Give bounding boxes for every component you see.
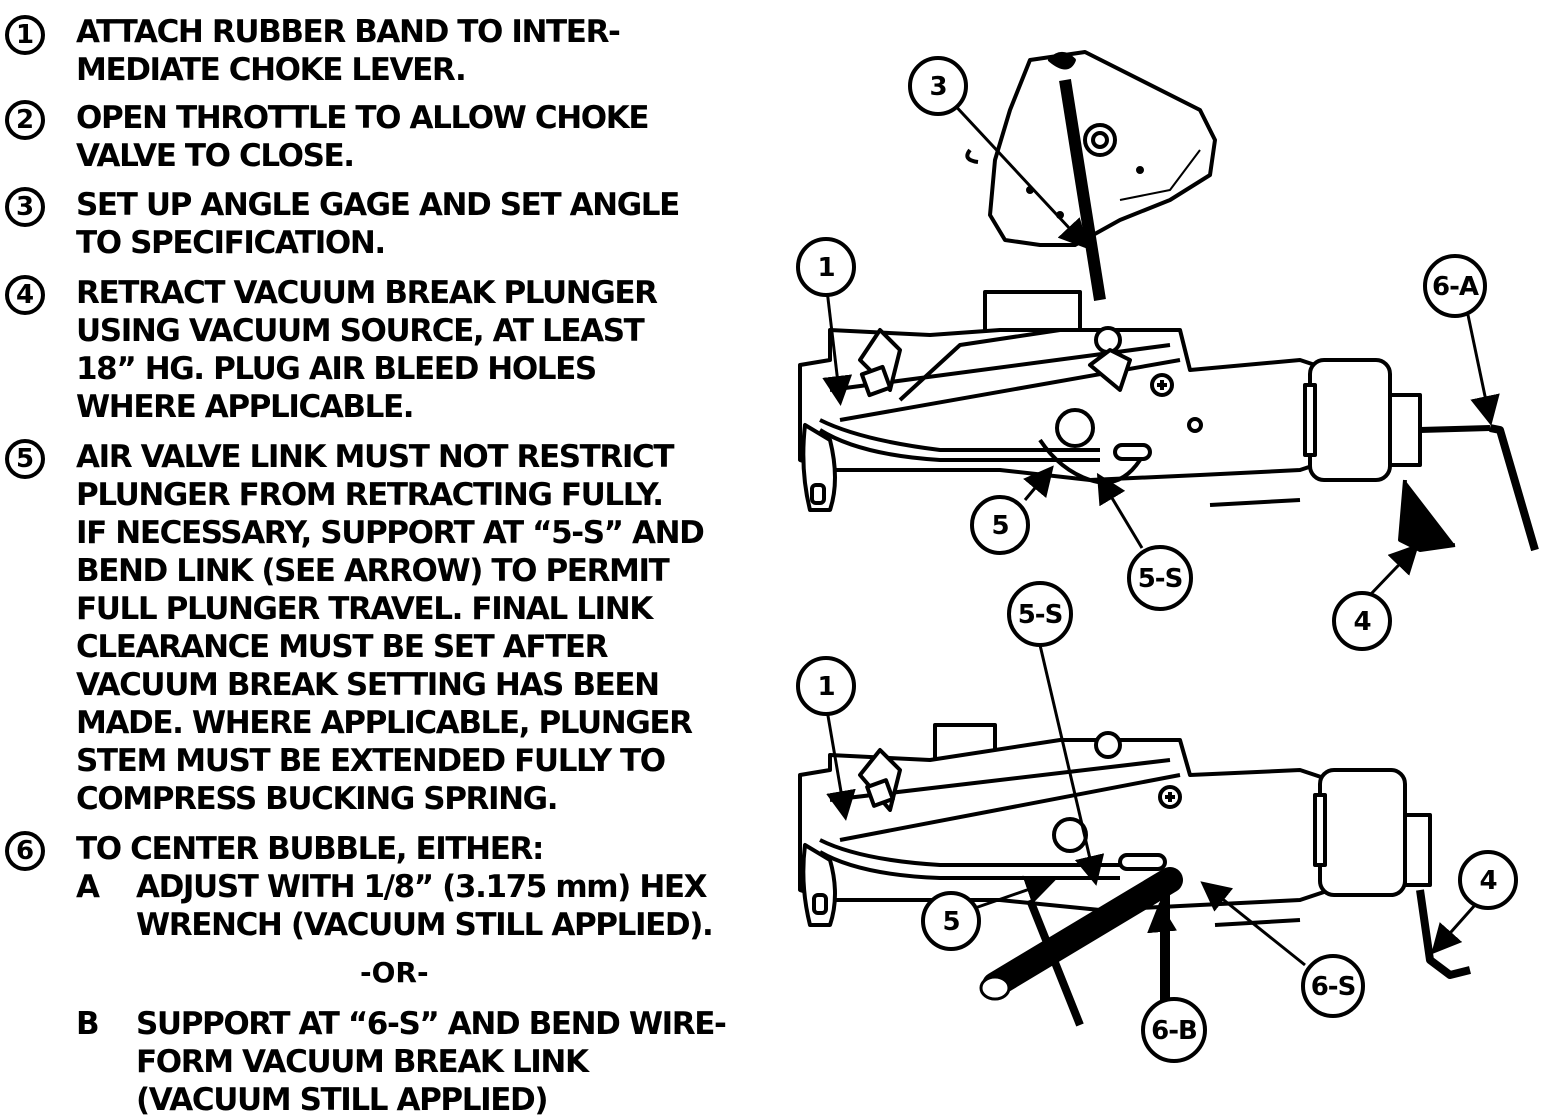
callout-bottom-6b: 6-B — [1141, 997, 1207, 1063]
step-text-4: RETRACT VACUUM BREAK PLUNGER USING VACUU… — [76, 275, 658, 425]
option-b-text: SUPPORT AT “6-S” AND BEND WIRE- FORM VAC… — [136, 1006, 727, 1118]
carburetor-illustration: 3 1 6-A 5 5-S 4 5-S 1 — [796, 50, 1539, 1063]
step-text-2: OPEN THROTTLE TO ALLOW CHOKE VALVE TO CL… — [76, 100, 650, 174]
step-text-6: TO CENTER BUBBLE, EITHER: — [76, 831, 544, 867]
svg-text:3: 3 — [929, 72, 946, 102]
or-separator: -OR- — [360, 956, 429, 989]
vacuum-break — [1303, 358, 1539, 552]
svg-text:5: 5 — [942, 907, 959, 937]
callout-top-3: 3 — [908, 56, 968, 116]
svg-text:1: 1 — [817, 253, 834, 283]
callout-top-5: 5 — [970, 495, 1030, 555]
bottom-figure — [798, 644, 1477, 1027]
step-number-3: 3 — [5, 187, 45, 227]
option-b-letter: B — [76, 1006, 100, 1042]
callout-bottom-6s: 6-S — [1301, 954, 1365, 1018]
callout-bottom-1: 1 — [796, 656, 856, 716]
option-a-text: ADJUST WITH 1/8” (3.175 mm) HEX WRENCH (… — [136, 869, 714, 943]
callout-top-5s: 5-S — [1127, 545, 1193, 611]
callout-bottom-5s: 5-S — [1007, 581, 1073, 647]
svg-text:5-S: 5-S — [1018, 600, 1063, 630]
svg-text:6-S: 6-S — [1311, 972, 1356, 1002]
step-text-3: SET UP ANGLE GAGE AND SET ANGLE TO SPECI… — [76, 187, 680, 261]
callout-top-4: 4 — [1332, 591, 1392, 651]
carburetor-body-lower — [798, 723, 1332, 927]
top-figure — [798, 50, 1539, 597]
step-number-4: 4 — [5, 275, 45, 315]
svg-text:4: 4 — [1479, 866, 1496, 896]
step-number-2: 2 — [5, 100, 45, 140]
svg-text:4: 4 — [1353, 607, 1370, 637]
svg-text:1: 1 — [817, 672, 834, 702]
step-number-5: 5 — [5, 439, 45, 479]
step-number-1: 1 — [5, 15, 45, 55]
vacuum-break-lower — [1313, 768, 1471, 979]
callout-bottom-5: 5 — [921, 891, 981, 951]
callout-bottom-4: 4 — [1458, 850, 1518, 910]
svg-text:5-S: 5-S — [1138, 564, 1183, 594]
callouts-bottom: 5-S 1 4 5 6-S 6-B — [796, 581, 1518, 1063]
callouts-top: 3 1 6-A 5 5-S 4 — [796, 56, 1487, 651]
instruction-list: 1 ATTACH RUBBER BAND TO INTER- MEDIATE C… — [0, 0, 780, 1120]
callout-top-6a: 6-A — [1423, 254, 1487, 318]
angle-gage-icon — [965, 50, 1217, 301]
step-text-1: ATTACH RUBBER BAND TO INTER- MEDIATE CHO… — [76, 14, 621, 88]
step-number-6: 6 — [5, 831, 45, 871]
callout-top-1: 1 — [796, 237, 856, 297]
step-text-5: AIR VALVE LINK MUST NOT RESTRICT PLUNGER… — [76, 439, 705, 817]
svg-text:6-B: 6-B — [1151, 1016, 1197, 1046]
carburetor-body — [798, 290, 1332, 512]
svg-text:6-A: 6-A — [1432, 272, 1479, 302]
option-a-letter: A — [76, 869, 100, 905]
svg-text:5: 5 — [991, 511, 1008, 541]
